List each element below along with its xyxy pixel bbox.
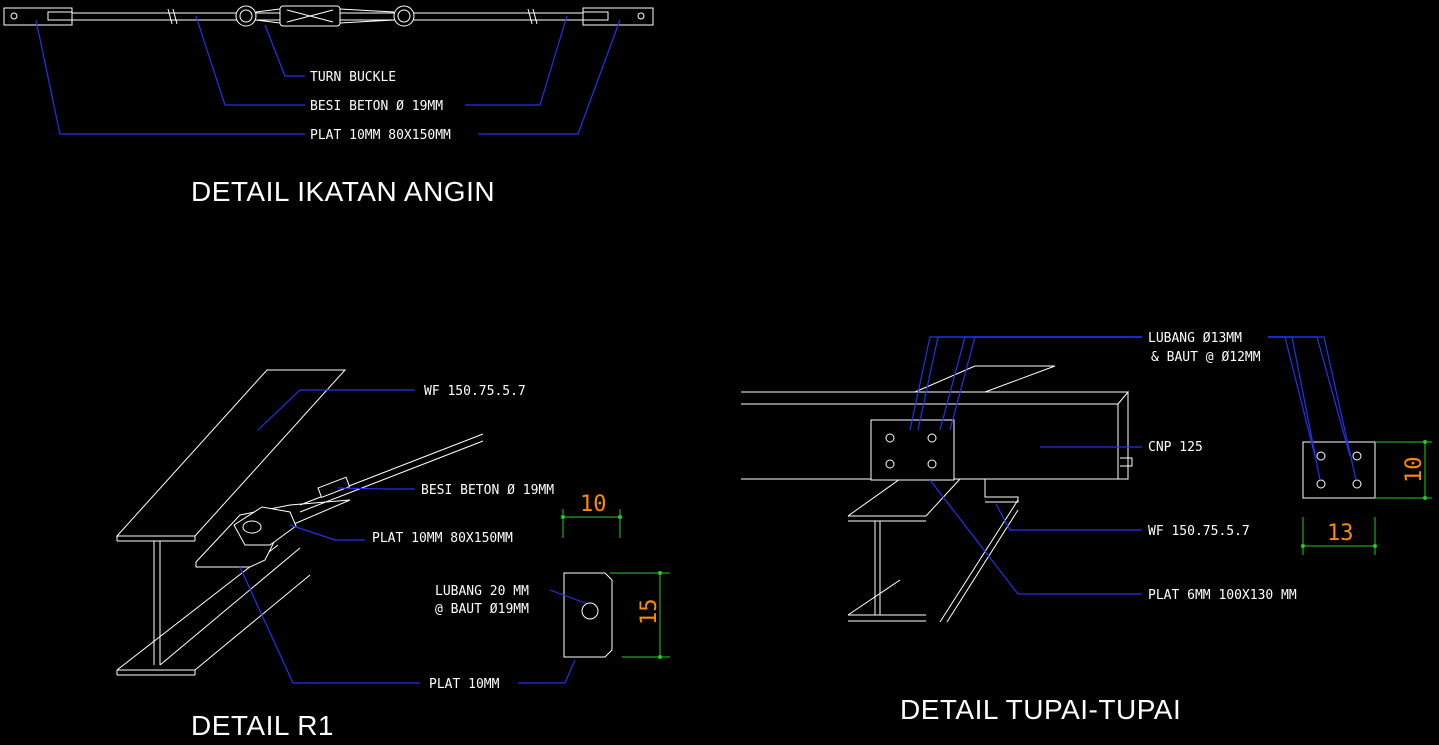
tupai-lubang-label-1: LUBANG Ø13MM — [1148, 331, 1242, 346]
tupai-wf-label: WF 150.75.5.7 — [1148, 524, 1250, 539]
right-plate — [582, 7, 654, 26]
plat-10mm-detail — [563, 572, 613, 658]
right-plate-hole — [637, 12, 645, 20]
tupai-dim-width: 13 — [1327, 521, 1354, 546]
plat-label: PLAT 10MM 80X150MM — [310, 128, 451, 143]
tupai-dim-height: 10 — [1402, 457, 1427, 484]
r1-lubang-label-1: LUBANG 20 MM — [435, 584, 529, 599]
tupai-plate — [870, 419, 955, 481]
turn-buckle-label: TURN BUCKLE — [310, 70, 396, 85]
r1-lubang-label-2: @ BAUT Ø19MM — [435, 602, 529, 617]
tupai-drawing: 10 13 LUBANG Ø13MM & BAUT @ Ø12MM CNP 12… — [741, 331, 1432, 725]
r1-wf-label: WF 150.75.5.7 — [424, 384, 526, 399]
tupai-lubang-label-2: & BAUT @ Ø12MM — [1151, 350, 1261, 365]
tupai-plate-detail — [1302, 441, 1376, 499]
r1-besi-beton-label: BESI BETON Ø 19MM — [421, 483, 554, 498]
r1-plat-label: PLAT 10MM 80X150MM — [372, 531, 513, 546]
r1-plat-10-label: PLAT 10MM — [429, 677, 500, 692]
tupai-cnp-label: CNP 125 — [1148, 440, 1203, 455]
title-ikatan-angin: DETAIL IKATAN ANGIN — [191, 176, 495, 207]
ikatan-angin-drawing: TURN BUCKLE BESI BETON Ø 19MM PLAT 10MM … — [3, 5, 654, 207]
besi-beton-label: BESI BETON Ø 19MM — [310, 99, 443, 114]
r1-dim-width: 10 — [580, 492, 607, 517]
turn-buckle — [235, 5, 415, 27]
bolt-hole — [581, 602, 599, 620]
r1-dim-height: 15 — [637, 599, 662, 626]
tupai-plat-label: PLAT 6MM 100X130 MM — [1148, 588, 1297, 603]
left-plate-hole — [10, 12, 18, 20]
left-plate — [3, 7, 73, 26]
title-r1: DETAIL R1 — [191, 710, 334, 741]
r1-drawing: 10 15 WF 150.75.5.7 BESI BETON Ø 19MM PL… — [115, 369, 670, 741]
title-tupai: DETAIL TUPAI-TUPAI — [900, 694, 1181, 725]
